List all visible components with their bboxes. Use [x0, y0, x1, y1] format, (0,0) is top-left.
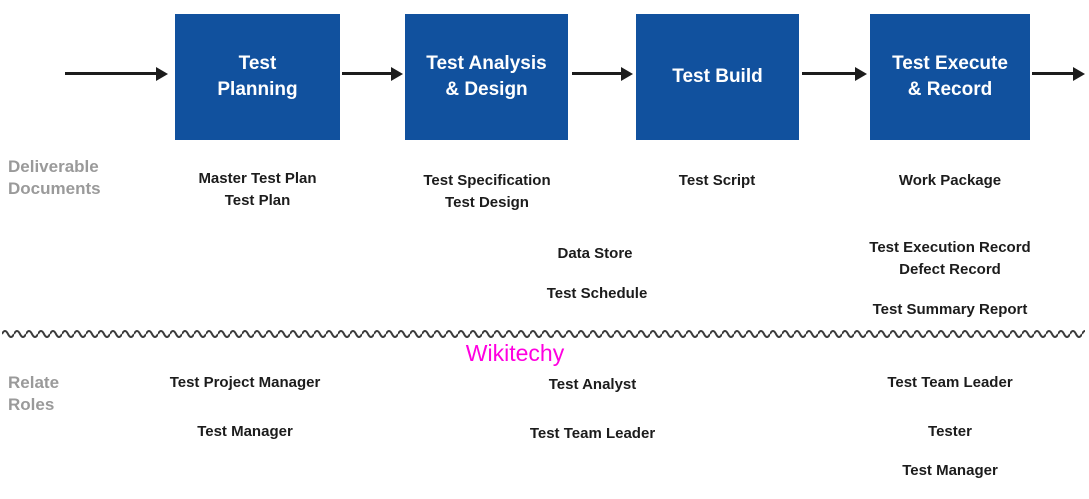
flow-arrow-start: [65, 66, 168, 81]
doc-summary-report: Test Summary Report: [872, 301, 1028, 318]
arrow-head-icon: [1073, 66, 1085, 81]
wavy-divider: [2, 326, 1085, 338]
arrow-head-icon: [156, 66, 168, 81]
doc-build: Test Script: [678, 172, 756, 189]
doc-analysis: Test Specification Test Design: [423, 172, 551, 211]
doc-planning: Master Test Plan Test Plan: [198, 170, 317, 209]
watermark-text: Wikitechy: [465, 340, 565, 366]
relate-roles-label: Relate Roles: [8, 373, 60, 415]
deliverable-documents-label: Deliverable Documents: [8, 157, 101, 199]
doc-data-store: Data Store: [557, 245, 633, 262]
role-tester: Tester: [928, 423, 972, 440]
flow-arrow-1: [342, 66, 403, 81]
role-test-manager-right: Test Manager: [902, 462, 998, 479]
arrow-head-icon: [855, 66, 867, 81]
phase-box-test-build: Test Build: [636, 14, 799, 140]
role-test-analyst: Test Analyst: [548, 376, 637, 393]
arrow-head-icon: [621, 66, 633, 81]
phase-box-test-analysis-design: Test Analysis & Design: [405, 14, 568, 140]
doc-execute: Work Package: [898, 172, 1002, 189]
flow-arrow-2: [572, 66, 633, 81]
phase-box-test-execute-record: Test Execute & Record: [870, 14, 1030, 140]
role-test-team-leader-mid: Test Team Leader: [529, 425, 656, 442]
flow-arrow-3: [802, 66, 867, 81]
role-test-project-manager: Test Project Manager: [169, 374, 321, 391]
role-test-manager-left: Test Manager: [197, 423, 293, 440]
role-test-team-leader-right: Test Team Leader: [887, 374, 1013, 391]
phase-box-test-planning: Test Planning: [175, 14, 340, 140]
doc-test-schedule: Test Schedule: [546, 285, 648, 302]
doc-execution-defect-record: Test Execution Record Defect Record: [869, 239, 1031, 278]
arrow-head-icon: [391, 66, 403, 81]
flow-arrow-end: [1032, 66, 1085, 81]
